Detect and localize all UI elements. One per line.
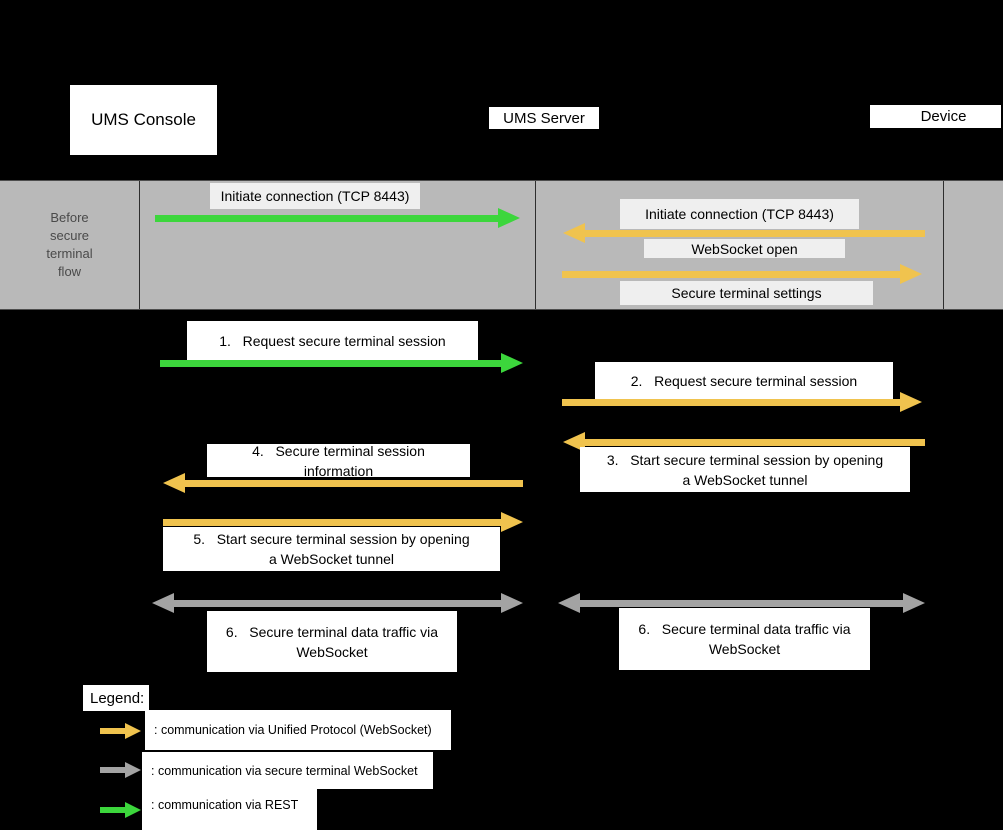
arrow-shaft	[160, 359, 505, 367]
arrow-shaft	[100, 807, 129, 813]
legend-rest-arrow-icon	[100, 802, 141, 818]
arrow-shaft	[581, 229, 925, 237]
actor-ums-server-label: UMS Server	[503, 109, 585, 127]
unified-arrow-step-5	[163, 512, 523, 532]
arrow-head-left-icon	[152, 593, 174, 613]
lifeline-ums-server	[535, 181, 536, 309]
arrow-head-right-icon	[125, 723, 141, 739]
band-label-secure-terminal-settings: Secure terminal settings	[620, 281, 873, 305]
arrow-shaft	[576, 599, 907, 607]
legend-secure-ws-arrow-icon	[100, 762, 141, 778]
arrow-shaft	[581, 438, 925, 446]
actor-ums-server: UMS Server	[489, 107, 599, 129]
secure-ws-arrow-step-6-left	[152, 593, 523, 613]
arrow-shaft	[170, 599, 505, 607]
lifeline-device	[943, 181, 944, 309]
unified-arrow-step-3	[563, 432, 925, 452]
rest-arrow-step-1	[160, 353, 523, 373]
arrow-head-right-icon	[498, 208, 520, 228]
arrow-shaft	[100, 728, 129, 734]
arrow-head-left-icon	[563, 223, 585, 243]
secure-ws-arrow-step-6-right	[558, 593, 925, 613]
legend-title: Legend:	[83, 685, 149, 711]
phase-band-caption: Before secure terminal flow	[0, 181, 140, 309]
band-label-websocket-open: WebSocket open	[644, 239, 845, 258]
unified-arrow-websocket-open	[562, 264, 922, 284]
step-3-label: 3. Start secure terminal session by open…	[580, 447, 910, 492]
unified-arrow-step-2	[562, 392, 922, 412]
unified-arrow-step-4	[163, 473, 523, 493]
arrow-shaft	[562, 270, 904, 278]
arrow-head-right-icon	[900, 392, 922, 412]
rest-arrow-initiate-connection	[155, 208, 520, 228]
step-1-label: 1. Request secure terminal session	[187, 321, 478, 360]
step-4-label: 4. Secure terminal session information	[207, 444, 470, 477]
arrow-head-right-icon	[900, 264, 922, 284]
arrow-head-right-icon	[125, 802, 141, 818]
arrow-head-left-icon	[163, 473, 185, 493]
step-6-left-label: 6. Secure terminal data traffic via WebS…	[207, 611, 457, 672]
arrow-head-right-icon	[125, 762, 141, 778]
legend-unified-arrow-icon	[100, 723, 141, 739]
arrow-head-left-icon	[563, 432, 585, 452]
arrow-head-left-icon	[558, 593, 580, 613]
arrow-head-right-icon	[501, 353, 523, 373]
arrow-shaft	[163, 518, 505, 526]
arrow-shaft	[100, 767, 129, 773]
arrow-head-right-icon	[501, 512, 523, 532]
arrow-shaft	[562, 398, 904, 406]
legend-item-rest: : communication via REST	[142, 780, 317, 830]
arrow-shaft	[155, 214, 502, 222]
arrow-head-right-icon	[903, 593, 925, 613]
actor-device-label: Device	[920, 108, 967, 125]
arrow-shaft	[181, 479, 523, 487]
actor-device: Device	[870, 105, 1001, 128]
step-6-right-label: 6. Secure terminal data traffic via WebS…	[619, 608, 870, 670]
step-2-label: 2. Request secure terminal session	[595, 362, 893, 399]
band-label-initiate-connection-device: Initiate connection (TCP 8443)	[620, 199, 859, 229]
actor-ums-console: UMS Console	[70, 85, 217, 155]
step-5-label: 5. Start secure terminal session by open…	[163, 527, 500, 571]
unified-arrow-device-initiate	[563, 223, 925, 243]
band-label-initiate-connection-console: Initiate connection (TCP 8443)	[210, 183, 420, 209]
actor-ums-console-label: UMS Console	[91, 110, 196, 129]
legend-item-unified-protocol: : communication via Unified Protocol (We…	[145, 710, 451, 750]
arrow-head-right-icon	[501, 593, 523, 613]
